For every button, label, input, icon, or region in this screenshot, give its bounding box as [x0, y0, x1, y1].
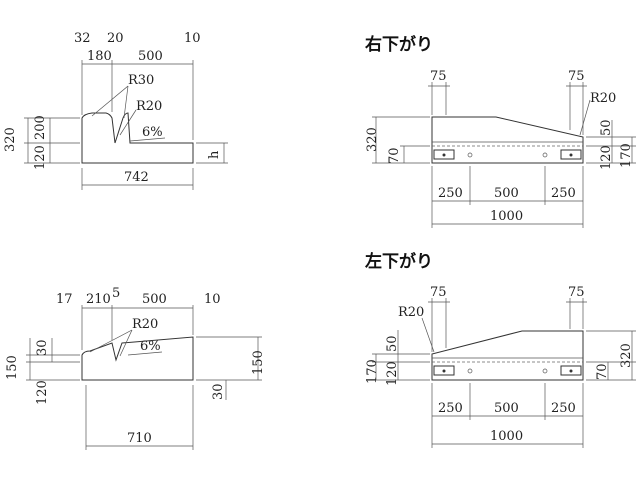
- section-a: 32 20 180 500 10 R30 R20 6% 320 200 120 …: [3, 31, 228, 190]
- view-left-down-dim-75-left: 75: [430, 285, 447, 300]
- view-right-down-outline: [431, 116, 584, 164]
- section-b-outline: [81, 336, 194, 381]
- section-a-dim-10: 10: [184, 31, 201, 46]
- view-left-down-dim-70: 70: [595, 363, 610, 380]
- view-right-down-dim-120: 120: [599, 145, 614, 170]
- view-left-down-outline: [431, 330, 584, 381]
- section-a-dim-180: 180: [87, 49, 112, 64]
- view-right-down: 右下がり 75 75 R20 320 70 50 12: [365, 34, 636, 228]
- view-left-down-dim-1000: 1000: [490, 429, 523, 444]
- section-a-slope: 6%: [142, 125, 163, 140]
- section-a-radius-r20: R20: [136, 99, 162, 114]
- section-a-dim-500: 500: [138, 49, 163, 64]
- view-right-down-dim-75-left: 75: [430, 69, 447, 84]
- view-left-down-dim-500: 500: [494, 401, 519, 416]
- view-right-down-dim-1000: 1000: [490, 209, 523, 224]
- view-left-down-dim-250-right: 250: [551, 401, 576, 416]
- section-b-dim-17: 17: [56, 292, 73, 307]
- section-b-radius-r20: R20: [132, 317, 158, 332]
- view-right-down-radius: R20: [590, 91, 616, 106]
- section-b-dim-500: 500: [142, 292, 167, 307]
- section-b-dim-10: 10: [204, 292, 221, 307]
- view-right-down-dim-75-right: 75: [568, 69, 585, 84]
- section-b-dim-30-right: 30: [211, 383, 226, 400]
- section-a-dim-742: 742: [124, 170, 149, 185]
- view-right-down-dim-70: 70: [387, 147, 402, 164]
- view-left-down: 左下がり 75 75 R20 50 170 120 3: [365, 251, 636, 448]
- section-a-radius-r30: R30: [128, 73, 154, 88]
- view-left-down-dim-120: 120: [385, 361, 400, 386]
- view-right-down-dim-320: 320: [365, 127, 380, 152]
- section-b-dim-120: 120: [35, 380, 50, 405]
- view-right-down-dim-50: 50: [599, 119, 614, 136]
- section-a-dim-200: 200: [33, 115, 48, 140]
- section-b-dim-210: 210: [86, 292, 111, 307]
- view-right-down-dim-250-right: 250: [551, 186, 576, 201]
- view-left-down-radius: R20: [398, 305, 424, 320]
- view-right-down-dim-500: 500: [494, 186, 519, 201]
- section-a-dim-20: 20: [107, 31, 124, 46]
- section-b-dim-710: 710: [127, 431, 152, 446]
- view-left-down-dim-320: 320: [619, 343, 634, 368]
- view-left-down-dim-50: 50: [385, 335, 400, 352]
- view-right-down-heading: 右下がり: [365, 34, 433, 55]
- section-b-dim-150-right: 150: [251, 350, 266, 375]
- section-a-dim-h: h: [207, 150, 222, 159]
- section-b-dim-5: 5: [112, 286, 120, 301]
- section-a-dim-320: 320: [3, 127, 18, 152]
- section-b-slope: 6%: [140, 339, 161, 354]
- section-b-dim-150-left: 150: [5, 355, 20, 380]
- view-right-down-dim-170: 170: [619, 143, 634, 168]
- view-left-down-dim-250-left: 250: [438, 401, 463, 416]
- section-a-outline: [81, 112, 194, 164]
- view-right-down-dim-250-left: 250: [438, 186, 463, 201]
- section-a-dim-120: 120: [33, 145, 48, 170]
- view-left-down-dim-170: 170: [365, 359, 380, 384]
- section-b: 17 210 5 500 10 R20 6% 150 30 120 150 30…: [5, 286, 266, 450]
- view-left-down-heading: 左下がり: [365, 251, 433, 272]
- view-left-down-dim-75-right: 75: [568, 285, 585, 300]
- section-a-dim-32: 32: [74, 31, 91, 46]
- section-b-dim-30-left: 30: [35, 339, 50, 356]
